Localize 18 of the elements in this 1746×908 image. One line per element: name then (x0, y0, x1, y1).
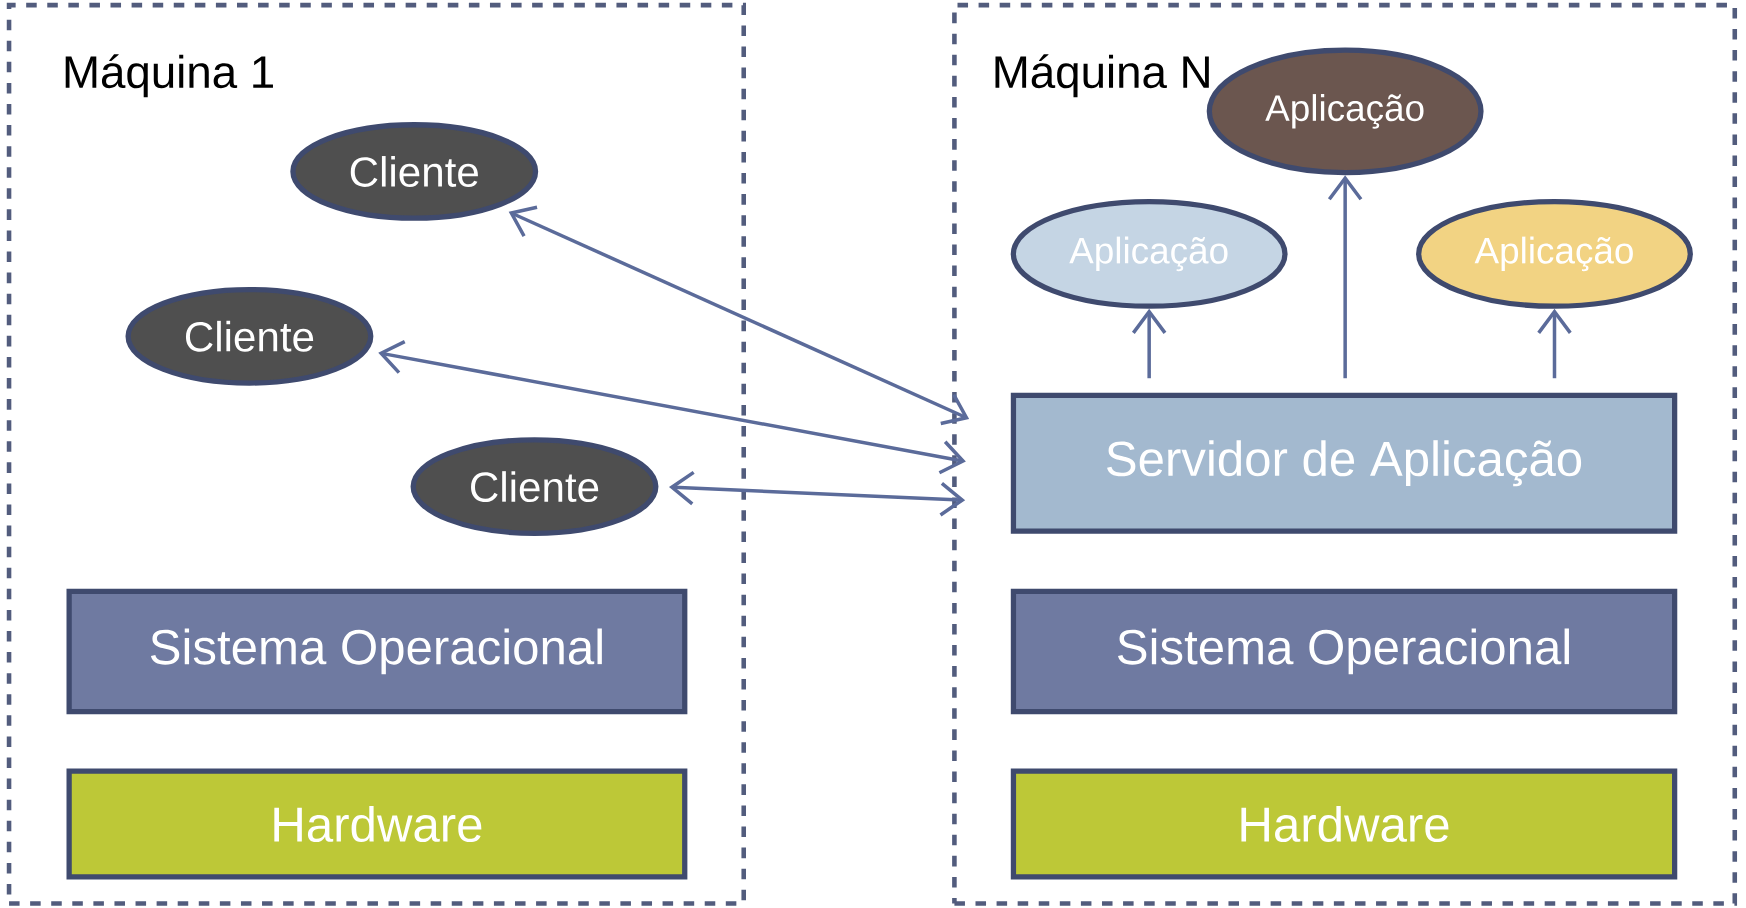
arrow (669, 471, 966, 517)
layer-box: Sistema Operacional (66, 588, 688, 715)
ellipse-node: Aplicação (1010, 199, 1288, 310)
layer-box: Servidor de Aplicação (1010, 392, 1678, 534)
arrow (508, 205, 970, 426)
layer-box: Sistema Operacional (1010, 588, 1678, 715)
arrow (1537, 309, 1572, 379)
arrow (1327, 175, 1363, 379)
ellipse-node: Cliente (410, 437, 659, 537)
ellipse-node: Aplicação (1416, 199, 1693, 310)
frame-heading: Máquina 1 (65, 54, 273, 98)
arrow (378, 340, 966, 475)
ellipse-node: Cliente (125, 287, 374, 386)
frame-heading: Máquina N (995, 54, 1209, 98)
ellipse-node: Cliente (290, 122, 539, 222)
layer-box: Hardware (1010, 768, 1678, 880)
layer-box: Hardware (66, 768, 688, 880)
arrow (1131, 309, 1167, 379)
